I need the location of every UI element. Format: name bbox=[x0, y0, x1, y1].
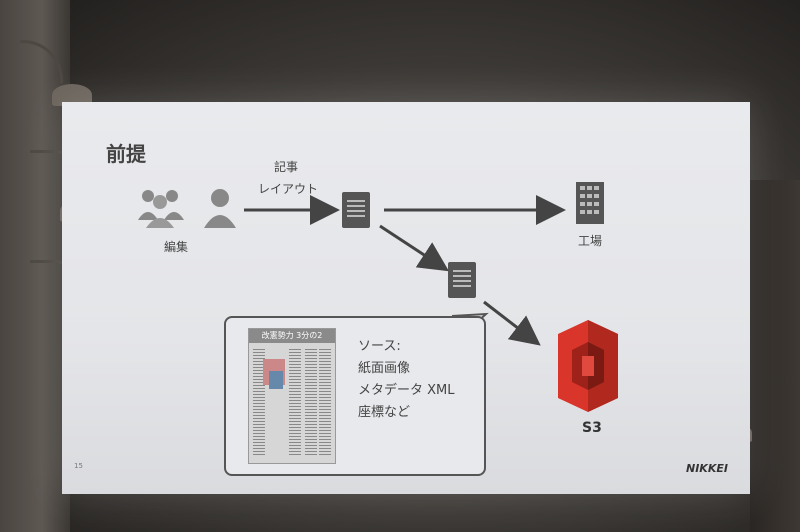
source-line: 紙面画像 bbox=[358, 361, 411, 376]
article-label: 記事 bbox=[274, 160, 299, 174]
newspaper-column bbox=[253, 349, 265, 457]
right-wall bbox=[750, 180, 800, 532]
edit-label: 編集 bbox=[164, 240, 189, 254]
slide-title: 前提 bbox=[106, 142, 146, 166]
newspaper-graphic bbox=[269, 371, 283, 389]
source-line: メタデータ XML bbox=[358, 383, 455, 398]
newspaper-column bbox=[305, 349, 317, 457]
document-icon bbox=[448, 262, 476, 298]
document-icon bbox=[342, 192, 370, 228]
projection-screen: 前提 編集 記事 レイアウト bbox=[62, 102, 750, 494]
source-callout: 改憲勢力 3分の2 ソース: 紙面画像 メタデータ XML 座標など bbox=[224, 316, 486, 476]
newspaper-column bbox=[319, 349, 331, 457]
layout-label: レイアウト bbox=[258, 182, 319, 196]
newspaper-column bbox=[289, 349, 301, 457]
factory-label: 工場 bbox=[578, 234, 603, 248]
brand-logo: NIKKEI bbox=[686, 462, 728, 475]
group-users-icon bbox=[138, 190, 184, 228]
building-icon bbox=[576, 182, 604, 224]
s3-label: S3 bbox=[582, 420, 602, 436]
user-icon bbox=[204, 189, 236, 228]
page-number: 15 bbox=[74, 462, 83, 470]
lamp bbox=[52, 84, 92, 106]
s3-bucket-icon bbox=[558, 320, 618, 412]
source-line: ソース: bbox=[358, 339, 401, 354]
newspaper-header: 改憲勢力 3分の2 bbox=[249, 329, 335, 343]
source-list: ソース: 紙面画像 メタデータ XML 座標など bbox=[358, 336, 455, 424]
source-line: 座標など bbox=[358, 405, 411, 420]
newspaper-image: 改憲勢力 3分の2 bbox=[248, 328, 336, 464]
